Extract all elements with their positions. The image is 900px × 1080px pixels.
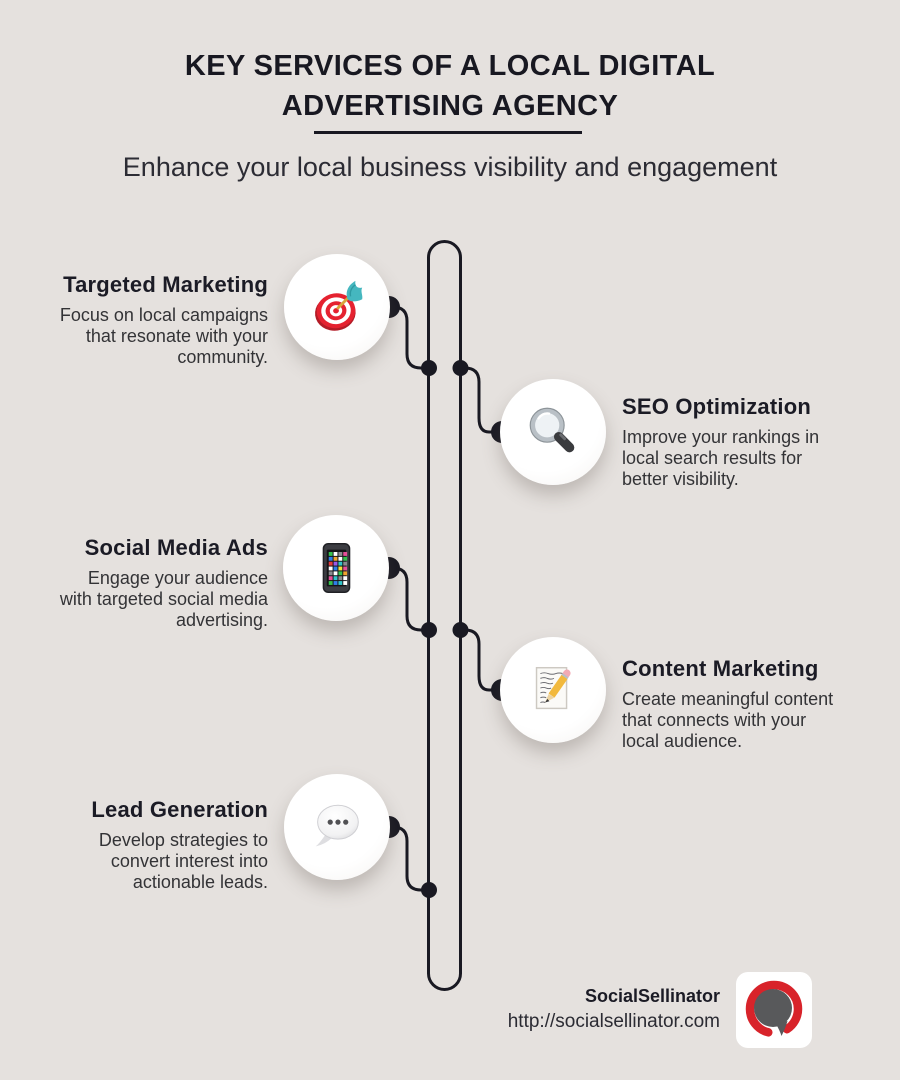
title-divider [314, 131, 582, 134]
timeline-connectors [389, 305, 502, 892]
page-title: KEY SERVICES OF A LOCAL DIGITAL ADVERTIS… [184, 50, 716, 123]
item-title: SEO Optimization [622, 394, 811, 419]
timeline-pill [427, 240, 462, 991]
item-title: Lead Generation [91, 797, 268, 822]
page-subtitle: Enhance your local business visibility a… [122, 152, 778, 182]
magnifying-glass-icon [529, 407, 575, 453]
item-description: Focus on local campaigns that resonate w… [59, 305, 268, 368]
timeline-dots [378, 296, 513, 898]
item-seo-optimization: SEO Optimization Improve your rankings i… [622, 394, 867, 490]
item-description: Engage your audience with targeted socia… [59, 568, 268, 631]
item-description: Create meaningful content that connects … [622, 689, 834, 752]
item-description: Improve your rankings in local search re… [622, 427, 820, 490]
memo-pencil-icon [535, 666, 571, 710]
speech-bubble-icon [315, 804, 359, 847]
item-icon-circle [284, 254, 390, 360]
item-social-media-ads: Social Media Ads Engage your audience wi… [40, 535, 268, 631]
item-icon-circle [283, 515, 389, 621]
item-title: Targeted Marketing [63, 272, 268, 297]
item-content-marketing: Content Marketing Create meaningful cont… [622, 656, 867, 752]
item-lead-generation: Lead Generation Develop strategies to co… [40, 797, 268, 893]
item-icon-circle [500, 637, 606, 743]
item-icon-circle [284, 774, 390, 880]
dart-target-icon [315, 280, 363, 331]
item-targeted-marketing: Targeted Marketing Focus on local campai… [40, 272, 268, 368]
socialsellinator-logo [736, 972, 812, 1048]
footer-url: http://socialsellinator.com [507, 1011, 720, 1032]
item-description: Develop strategies to convert interest i… [98, 830, 268, 893]
socialsellinator-logo-icon [736, 972, 812, 1048]
footer-brand: SocialSellinator [584, 986, 720, 1006]
smartphone-icon [322, 543, 351, 593]
item-icon-circle [500, 379, 606, 485]
item-title: Social Media Ads [84, 535, 268, 560]
item-title: Content Marketing [622, 656, 819, 681]
